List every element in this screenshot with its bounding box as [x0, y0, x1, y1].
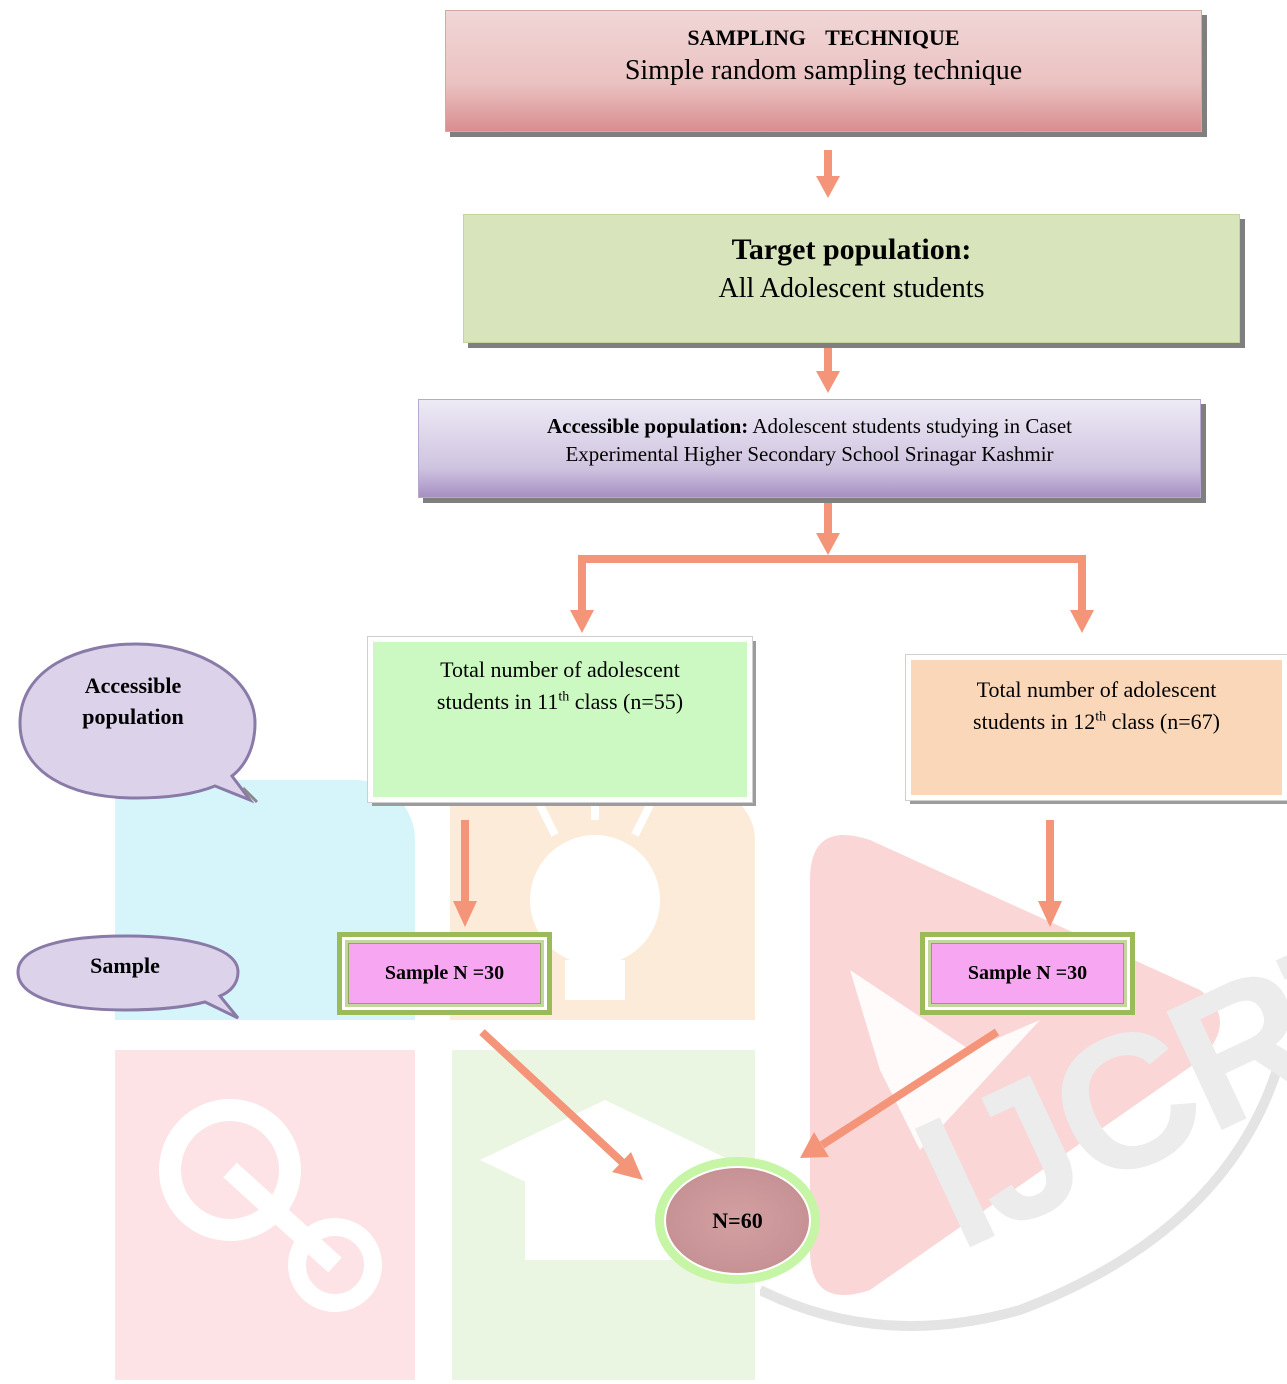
- target-population-box: Target population: All Adolescent studen…: [463, 214, 1240, 343]
- class-12-sup: th: [1095, 709, 1107, 725]
- sample-label: Sample: [90, 953, 160, 978]
- watermark-play-shape: [810, 835, 1220, 1295]
- accessible-label-line2: population: [82, 704, 184, 729]
- accessible-text-line1: Adolescent students studying in Caset: [752, 414, 1072, 438]
- watermark-lightbulb-icon: [530, 790, 660, 1000]
- accessible-population-box: Accessible population: Adolescent studen…: [418, 399, 1201, 498]
- class-11-sup: th: [558, 689, 570, 705]
- class-12-suffix: class (n=67): [1106, 709, 1220, 734]
- total-sample-ellipse: N=60: [655, 1157, 820, 1284]
- sample-bubble: [16, 934, 240, 1020]
- class-12-prefix: students in 12: [973, 709, 1096, 734]
- accessible-label-line1: Accessible: [84, 673, 182, 698]
- class-11-prefix: students in 11: [436, 689, 559, 714]
- target-text: All Adolescent students: [718, 273, 985, 304]
- watermark-gear-icon: [159, 1099, 382, 1312]
- watermark-swoosh: [760, 1058, 1285, 1331]
- total-sample-label: N=60: [664, 1166, 811, 1275]
- class-11-box: Total number of adolescent students in 1…: [367, 636, 753, 803]
- class-11-line1: Total number of adolescent: [440, 657, 680, 682]
- target-heading: Target population:: [731, 233, 972, 266]
- class-12-line2: students in 12th class (n=67): [911, 706, 1282, 738]
- sampling-heading: SAMPLING TECHNIQUE: [687, 25, 960, 50]
- accessible-text-line2: Experimental Higher Secondary School Sri…: [565, 442, 1054, 466]
- sample-box-11: Sample N =30: [337, 932, 552, 1015]
- sampling-text: Simple random sampling technique: [624, 55, 1023, 86]
- sample-box-12: Sample N =30: [920, 932, 1135, 1015]
- accessible-line1: Accessible population: Adolescent studen…: [419, 412, 1200, 440]
- accessible-population-bubble: [18, 642, 259, 804]
- accessible-heading: Accessible population:: [547, 414, 749, 438]
- class-11-line2: students in 11th class (n=55): [373, 686, 747, 718]
- sampling-technique-box: SAMPLING TECHNIQUE Simple random samplin…: [445, 10, 1202, 132]
- accessible-population-label: Accessible population: [58, 670, 208, 732]
- sample-12-label: Sample N =30: [931, 943, 1124, 1004]
- sample-11-label: Sample N =30: [348, 943, 541, 1004]
- class-12-box: Total number of adolescent students in 1…: [905, 654, 1287, 801]
- class-12-line1: Total number of adolescent: [976, 677, 1217, 702]
- class-11-suffix: class (n=55): [569, 689, 684, 714]
